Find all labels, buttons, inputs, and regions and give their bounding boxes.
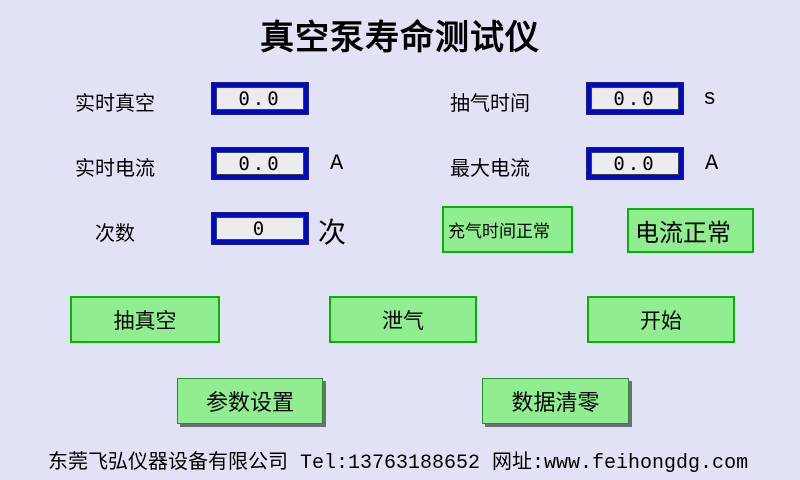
- max-current-unit: A: [705, 151, 719, 176]
- realtime-vacuum-value: 0.0: [212, 83, 308, 114]
- vacuum-button[interactable]: 抽真空: [70, 296, 220, 343]
- realtime-vacuum-label: 实时真空: [75, 93, 155, 115]
- realtime-current-value: 0.0: [212, 148, 308, 179]
- data-clear-button[interactable]: 数据清零: [482, 378, 629, 424]
- inflate-time-status-badge: 充气时间正常: [442, 206, 573, 253]
- cycle-count-label: 次数: [95, 223, 135, 245]
- deflate-button[interactable]: 泄气: [329, 296, 477, 343]
- cycle-count-unit: 次: [318, 217, 347, 248]
- realtime-current-label: 实时电流: [75, 158, 155, 180]
- current-status-badge: 电流正常: [627, 208, 754, 253]
- parameter-settings-button[interactable]: 参数设置: [177, 378, 323, 424]
- pump-time-value: 0.0: [587, 83, 683, 114]
- max-current-label: 最大电流: [450, 158, 530, 180]
- company-footer: 东莞飞弘仪器设备有限公司 Tel:13763188652 网址:www.feih…: [48, 452, 749, 475]
- cycle-count-value: 0: [212, 213, 308, 244]
- max-current-value: 0.0: [587, 148, 683, 179]
- pump-time-label: 抽气时间: [450, 93, 530, 115]
- pump-time-unit: s: [703, 86, 717, 111]
- realtime-current-unit: A: [330, 151, 344, 176]
- start-button[interactable]: 开始: [587, 296, 735, 343]
- page-title: 真空泵寿命测试仪: [260, 19, 540, 57]
